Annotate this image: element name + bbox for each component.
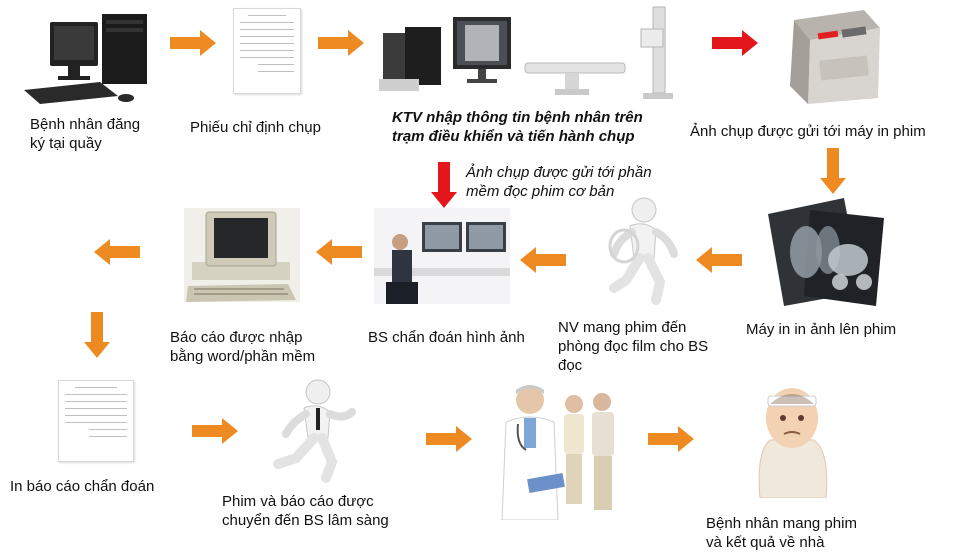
document-icon	[58, 380, 134, 462]
arrow-down-red	[431, 162, 457, 208]
step-label-patient-home: Bệnh nhân mang phim và kết quả về nhà	[706, 515, 857, 551]
arrow-right-3	[192, 418, 238, 444]
arrow-down-2	[84, 312, 110, 358]
step-label-print-report: In báo cáo chẩn đoán	[10, 478, 155, 495]
document-icon	[233, 8, 301, 94]
step-label-report-entered: Báo cáo được nhập bằng word/phần mềm	[170, 329, 316, 365]
step-label-request-form: Phiếu chỉ định chụp	[190, 119, 321, 136]
step-label-sent-to-software: Ảnh chụp được gửi tới phần mềm đọc phim …	[466, 164, 652, 200]
step-label-radiologist: BS chẩn đoán hình ảnh	[368, 329, 525, 346]
running-figure-icon	[600, 196, 684, 306]
step-label-sent-to-printer: Ảnh chụp được gửi tới máy in phim	[690, 123, 926, 140]
xray-film-icon	[766, 196, 886, 308]
arrow-left-4	[94, 239, 140, 265]
crt-computer-icon	[184, 208, 300, 302]
desktop-computer-icon	[22, 12, 152, 104]
step-label-to-clinician: Phim và báo cáo được chuyển đến BS lâm s…	[222, 493, 389, 529]
arrow-down-1	[820, 148, 846, 194]
step-label-ktv-capture: KTV nhập thông tin bệnh nhân trên trạm đ…	[392, 109, 643, 145]
radiologist-workstation-icon	[374, 208, 510, 304]
arrow-right-5	[648, 426, 694, 452]
arrow-left-1	[696, 247, 742, 273]
step-label-register: Bệnh nhân đăng ký tại quầy	[30, 116, 141, 152]
running-figure-icon	[268, 378, 358, 484]
arrow-left-2	[520, 247, 566, 273]
arrow-right-1	[170, 30, 216, 56]
arrow-left-3	[316, 239, 362, 265]
doctor-consult-icon	[498, 380, 628, 521]
arrow-right-2	[318, 30, 364, 56]
step-label-staff-carries: NV mang phim đến phòng đọc film cho BS đ…	[558, 319, 709, 374]
step-label-printer-prints: Máy in in ảnh lên phim	[746, 321, 897, 338]
film-printer-icon	[776, 2, 882, 106]
arrow-right-4	[426, 426, 472, 452]
arrow-right-red	[712, 30, 758, 56]
patient-icon	[750, 382, 834, 499]
xray-machine-icon	[375, 5, 675, 105]
